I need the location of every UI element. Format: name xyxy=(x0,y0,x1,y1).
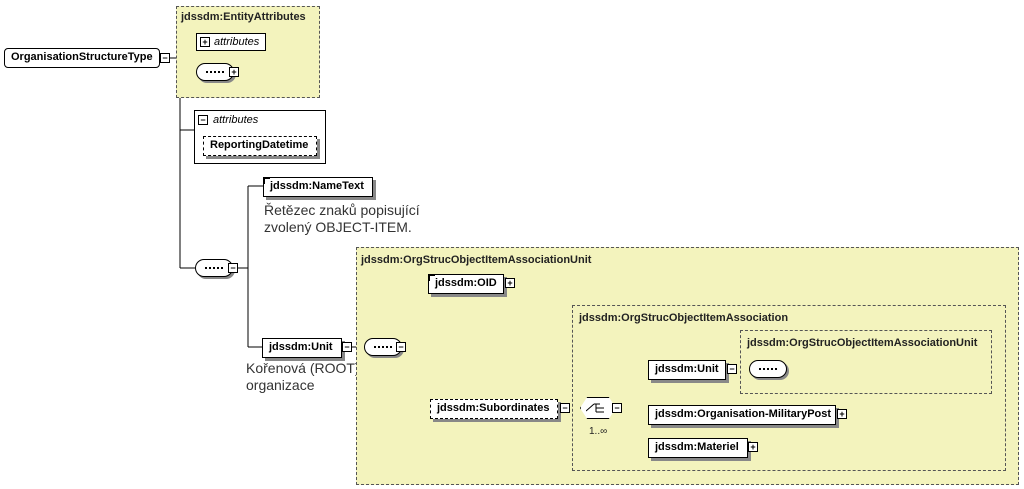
element-unit-label: jdssdm:Unit xyxy=(269,341,333,353)
collapse-unit-icon[interactable]: − xyxy=(342,342,352,352)
group-label-entity-attributes: jdssdm:EntityAttributes xyxy=(181,11,306,23)
simple-content-icon xyxy=(429,275,435,281)
doc-unit-line2: organizace xyxy=(246,377,315,393)
simple-content-icon xyxy=(264,178,270,184)
doc-unit-line1: Kořenová (ROOT) xyxy=(246,360,360,376)
expand-military-post-icon[interactable]: + xyxy=(837,409,847,419)
element-organisation-military-post-label: jdssdm:Organisation-MilitaryPost xyxy=(655,408,832,420)
collapse-subordinates-icon[interactable]: − xyxy=(560,403,570,413)
root-element-label: OrganisationStructureType xyxy=(11,51,153,63)
element-name-text-label: jdssdm:NameText xyxy=(270,180,364,192)
expand-sequence-icon[interactable]: + xyxy=(229,67,239,77)
sequence-compositor-icon[interactable] xyxy=(749,360,787,378)
element-inner-unit-label: jdssdm:Unit xyxy=(655,363,719,375)
element-subordinates[interactable]: jdssdm:Subordinates xyxy=(430,399,558,419)
group-label-org-struc-assoc: jdssdm:OrgStrucObjectItemAssociation xyxy=(579,312,789,324)
doc-unit: Kořenová (ROOT) organizace xyxy=(246,360,360,394)
collapse-choice-icon[interactable]: − xyxy=(612,403,622,413)
collapse-attributes-icon[interactable]: − xyxy=(198,115,208,125)
attributes-collapsed-label: attributes xyxy=(214,36,260,48)
doc-name-text-line1: Řetězec znaků popisující xyxy=(264,202,420,218)
doc-name-text: Řetězec znaků popisující zvolený OBJECT-… xyxy=(264,202,420,236)
attributes-expanded-label: attributes xyxy=(213,114,259,126)
element-name-text[interactable]: jdssdm:NameText xyxy=(263,177,373,197)
expand-materiel-icon[interactable]: + xyxy=(748,442,758,452)
collapse-sequence-icon[interactable]: − xyxy=(396,342,406,352)
group-label-org-struc-unit: jdssdm:OrgStrucObjectItemAssociationUnit xyxy=(361,254,592,266)
element-organisation-military-post[interactable]: jdssdm:Organisation-MilitaryPost xyxy=(648,405,836,425)
element-materiel-label: jdssdm:Materiel xyxy=(655,441,739,453)
group-label-org-struc-unit-ref: jdssdm:OrgStrucObjectItemAssociationUnit xyxy=(747,337,978,349)
element-unit[interactable]: jdssdm:Unit xyxy=(262,338,342,358)
group-entity-attributes: jdssdm:EntityAttributes xyxy=(176,6,320,98)
element-materiel[interactable]: jdssdm:Materiel xyxy=(648,438,748,458)
collapse-sequence-icon[interactable]: − xyxy=(228,263,238,273)
collapse-root-icon[interactable]: − xyxy=(160,53,170,63)
group-org-struc-assoc: jdssdm:OrgStrucObjectItemAssociation xyxy=(572,305,1006,471)
doc-name-text-line2: zvolený OBJECT-ITEM. xyxy=(264,219,412,235)
choice-cardinality: 1..∞ xyxy=(589,426,608,437)
group-org-struc-unit-ref: jdssdm:OrgStrucObjectItemAssociationUnit xyxy=(740,330,992,394)
attribute-reporting-datetime-label: ReportingDatetime xyxy=(210,139,309,151)
root-element-organisation-structure-type[interactable]: OrganisationStructureType xyxy=(4,48,160,68)
expand-oid-icon[interactable]: + xyxy=(505,278,515,288)
attributes-collapsed[interactable]: + attributes xyxy=(196,33,266,51)
element-oid[interactable]: jdssdm:OID xyxy=(428,274,504,294)
element-oid-label: jdssdm:OID xyxy=(435,277,497,289)
element-inner-unit[interactable]: jdssdm:Unit xyxy=(648,360,726,380)
choice-symbol-icon xyxy=(586,403,604,413)
element-subordinates-label: jdssdm:Subordinates xyxy=(437,402,550,414)
expand-attributes-icon[interactable]: + xyxy=(200,37,210,47)
collapse-inner-unit-icon[interactable]: − xyxy=(727,364,737,374)
attribute-reporting-datetime[interactable]: ReportingDatetime xyxy=(203,136,317,156)
